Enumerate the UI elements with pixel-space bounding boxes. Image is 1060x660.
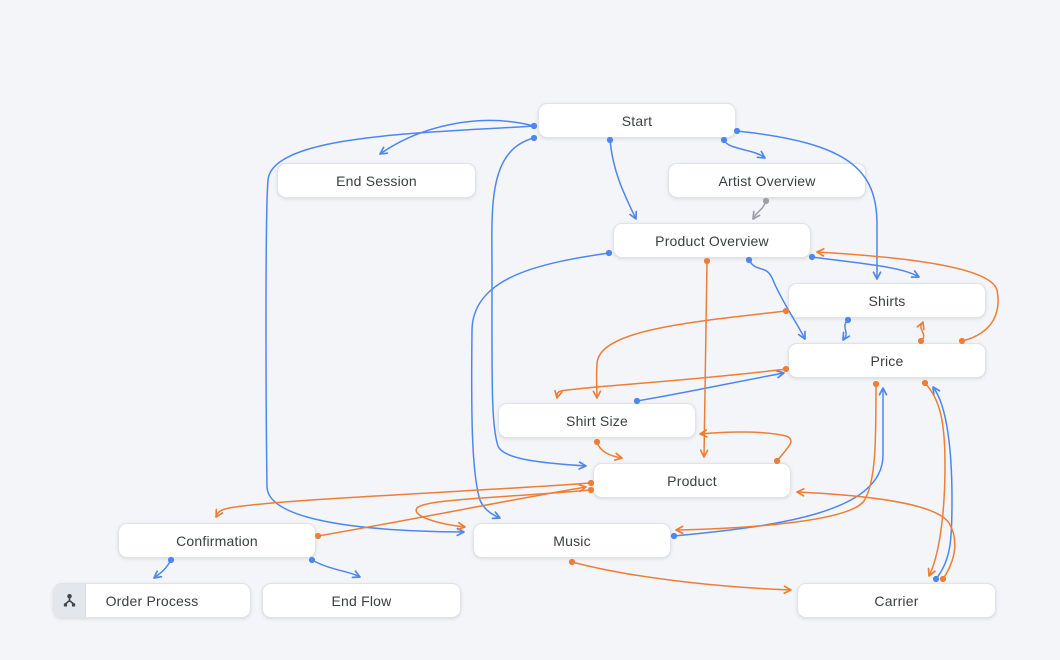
edge-price--shirt-size[interactable] (554, 365, 790, 399)
edge-artist-overview--product-overview[interactable] (752, 197, 770, 220)
edge-arrowhead (752, 210, 761, 220)
edge-arrowhead (351, 570, 361, 579)
edge-shirts--price[interactable] (842, 316, 852, 341)
node-confirmation[interactable]: Confirmation (118, 523, 316, 558)
edge-shirt-size--product[interactable] (593, 438, 623, 461)
edge-arrowhead (932, 386, 941, 396)
edge-arrowhead (783, 585, 792, 595)
edge-arrowhead (215, 508, 224, 518)
edge-arrowhead (872, 271, 882, 280)
edge-product--shirt-size[interactable] (699, 429, 792, 465)
edge-arrowhead (554, 389, 563, 399)
edge-price--music[interactable] (675, 380, 880, 535)
node-label: Carrier (874, 592, 919, 609)
edge-arrowhead (842, 331, 851, 341)
node-label: End Flow (331, 592, 392, 609)
edge-arrowhead (816, 248, 825, 257)
node-label: Shirt Size (566, 412, 628, 429)
node-label: End Session (336, 172, 417, 189)
edge-arrowhead (699, 429, 708, 438)
edge-arrowhead (491, 511, 501, 520)
node-music[interactable]: Music (473, 523, 671, 558)
edge-arrowhead (878, 387, 888, 396)
node-product-overview[interactable]: Product Overview (613, 223, 811, 258)
edge-start--artist-overview[interactable] (720, 136, 766, 159)
node-label: Product (667, 472, 717, 489)
edge-confirmation--end-flow[interactable] (308, 556, 361, 579)
node-product[interactable]: Product (593, 463, 791, 498)
edge-arrowhead (613, 452, 623, 461)
edge-price--shirts[interactable] (916, 321, 925, 345)
edge-shirt-size--price[interactable] (633, 369, 785, 405)
node-label: Start (621, 112, 653, 129)
node-label: Order Process (105, 592, 199, 609)
edge-arrowhead (153, 570, 163, 579)
edge-arrowhead (592, 390, 602, 399)
edge-arrowhead (796, 488, 805, 497)
edge-price--carrier[interactable] (921, 379, 946, 577)
node-artist-overview[interactable]: Artist Overview (668, 163, 866, 198)
edge-arrowhead (675, 525, 684, 535)
node-label: Artist Overview (718, 172, 816, 189)
node-label: Price (870, 352, 904, 369)
node-shirt-size[interactable]: Shirt Size (498, 403, 696, 438)
node-label: Shirts (868, 292, 906, 309)
node-label: Product Overview (655, 232, 769, 249)
edge-product-overview--product[interactable] (699, 257, 711, 458)
edge-music--carrier[interactable] (568, 558, 792, 595)
node-label: Confirmation (176, 532, 258, 549)
edge-carrier--product[interactable] (796, 488, 956, 583)
node-shirts[interactable]: Shirts (788, 283, 986, 318)
edge-arrowhead (578, 483, 587, 493)
edge-arrowhead (775, 369, 785, 379)
edge-arrowhead (916, 321, 925, 331)
edge-carrier--price[interactable] (932, 386, 953, 583)
node-carrier[interactable]: Carrier (797, 583, 996, 618)
edge-product--confirmation[interactable] (215, 479, 595, 518)
edge-arrowhead (910, 270, 920, 278)
edge-product-overview--shirts[interactable] (808, 253, 920, 278)
flow-icon (54, 584, 86, 617)
node-end-flow[interactable]: End Flow (262, 583, 461, 618)
edge-arrowhead (379, 146, 389, 155)
edge-arrowhead (797, 330, 806, 340)
edge-start--product-overview[interactable] (606, 136, 638, 220)
edge-arrowhead (699, 449, 709, 458)
node-start[interactable]: Start (538, 103, 736, 138)
node-label: Music (553, 532, 591, 549)
node-end-session[interactable]: End Session (277, 163, 476, 198)
node-order-process[interactable]: Order Process (53, 583, 251, 618)
edge-arrowhead (629, 210, 638, 220)
edge-arrowhead (578, 461, 587, 470)
edge-confirmation--order-process[interactable] (153, 556, 175, 579)
edge-arrowhead (756, 150, 766, 159)
node-price[interactable]: Price (788, 343, 986, 378)
edge-arrowhead (927, 567, 936, 577)
edge-arrowhead (457, 521, 466, 531)
